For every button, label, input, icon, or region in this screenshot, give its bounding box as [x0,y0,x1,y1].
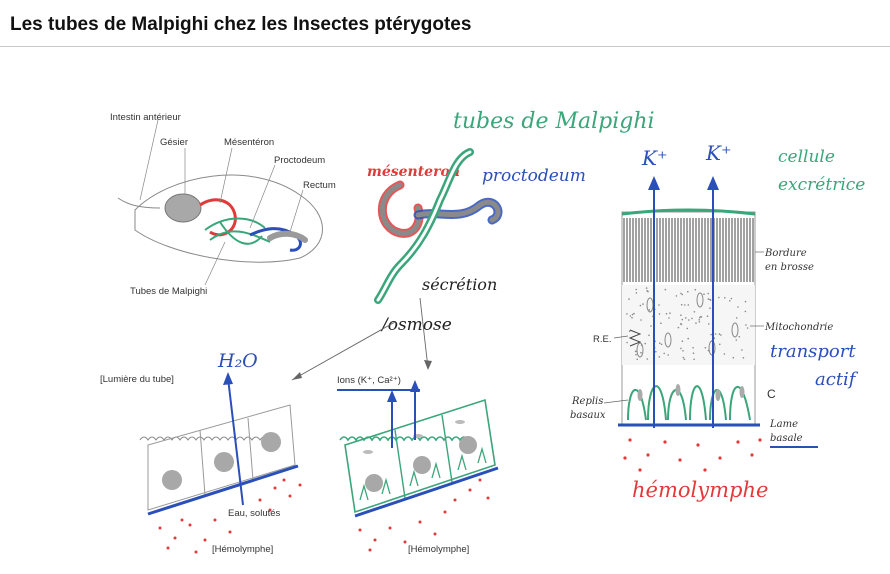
arrow-head-mid [424,360,432,370]
right-excretory-cell: K⁺ K⁺ cellule excrétrice Bordu [570,141,865,502]
malpighi-tube-3 [219,221,263,245]
label-mitochondrie: Mitochondrie [764,322,833,333]
mid-cell-wall-1 [394,429,406,499]
leader-intestin [139,119,159,201]
ion-arrow-2-head [410,380,420,392]
left-nucleus-3 [261,432,281,452]
brush-border [623,218,754,282]
mid-nucleus-1 [365,474,383,492]
sketch-proctodeum-label: proctodeum [482,166,586,186]
label-c: C [767,387,776,401]
malpighi-tube-1 [204,217,266,231]
sketch-mesenteron-label: mésenteron [367,164,460,180]
label-ions: Ions (K⁺, Ca²⁺) [337,375,401,386]
mid-nucleus-3 [459,436,477,454]
label-basaux: basaux [570,410,606,421]
label-proctodeum: Proctodeum [274,155,325,166]
left-nucleus-2 [214,452,234,472]
mid-epithelium-secretion: Ions (K⁺, Ca²⁺) [Hémolymphe] [337,375,499,555]
left-microvilli [139,436,277,441]
label-gesier: Gésier [160,137,188,148]
left-cell-wall-1 [199,429,206,496]
mid-cell-outline [344,398,496,514]
right-hemolymph-dots [623,438,762,472]
label-actif: actif [815,369,859,390]
h2o-arrow-head [223,372,233,385]
basal-mitochondria [637,384,745,401]
arrow-to-mid-cells [419,297,429,369]
basal-folds [627,385,751,421]
label-re: R.E. [593,334,611,345]
sketch-midgut-core [379,182,422,236]
sketch-secretion-label: sécrétion [422,275,497,294]
sketch-osmose-label: /osmose [380,315,452,335]
cytoplasm-area [622,285,755,365]
leader-rectum [289,189,304,233]
mid-cell-wall-2 [441,414,453,483]
label-hemolymphe-left: [Hémolymphe] [212,544,273,555]
left-nucleus-1 [162,470,182,490]
arrow-head-left [292,372,302,380]
k-arrow-1-head [648,176,660,190]
rectum-shape [267,230,308,243]
label-hemolymphe-mid: [Hémolymphe] [408,544,469,555]
sketch-tube-lumen [376,150,472,302]
esophagus-line [117,197,161,209]
mid-hemolymph-dots [358,478,490,552]
insect-anatomy-sketch: Intestin antérieur Gésier Mésentéron Pro… [110,112,336,297]
label-bordure: Bordure [764,248,807,259]
left-epithelium-osmosis: [Lumière du tube] H₂O Eau, solutés [Hémo… [100,350,302,555]
sketch-title: tubes de Malpighi [453,109,655,134]
left-hemolymph-dots [158,478,302,554]
k-arrow-2-head [707,176,719,190]
body-outline [134,174,323,263]
label-transport: transport [770,341,856,362]
left-basal-lamina [147,464,299,516]
label-hemolymphe-right: hémolymphe [632,478,768,502]
malpighi-tube-2 [209,230,271,243]
label-replis: Replis [571,396,603,407]
h2o-arrow [227,377,244,506]
cell-top-green [621,208,756,216]
label-en-brosse: en brosse [765,262,814,273]
label-k-plus-1: K⁺ [641,146,668,170]
label-basale: basale [770,433,803,444]
label-k-plus-2: K⁺ [705,141,732,165]
label-eau-solutes: Eau, solutés [228,508,281,519]
label-tubes-malpighi: Tubes de Malpighi [130,286,207,297]
gizzard-shape [164,193,202,223]
label-lame: Lame [769,419,798,430]
ion-arrow-1-head [387,390,397,402]
label-intestin-anterieur: Intestin antérieur [110,112,181,123]
label-cellule: cellule [778,147,835,167]
leader-proctodeum [249,164,276,229]
leader-mesenteron [219,147,233,204]
mid-nucleus-2 [413,456,431,474]
page-title: Les tubes de Malpighi chez les Insectes … [10,14,472,35]
title-divider [0,46,890,47]
label-excretrice: excrétrice [778,175,865,195]
mid-basal-folds [359,446,487,501]
endoplasmic-reticulum [628,329,642,347]
label-h2o: H₂O [217,350,258,372]
label-mesenteron: Mésentéron [224,137,274,148]
tube-handwritten-sketch: tubes de Malpighi mésenteron proctodeum … [291,109,655,381]
leader-re [613,335,629,339]
mid-microvilli [339,436,469,442]
label-rectum: Rectum [303,180,336,191]
left-cell-outline [147,404,296,511]
leader-tubes [204,241,226,286]
leader-replis [603,399,629,404]
label-lumiere-tube: [Lumière du tube] [100,374,174,385]
left-cell-wall-2 [247,417,254,481]
mid-basal-lamina [354,466,499,518]
arrow-to-left-cells [291,321,396,381]
